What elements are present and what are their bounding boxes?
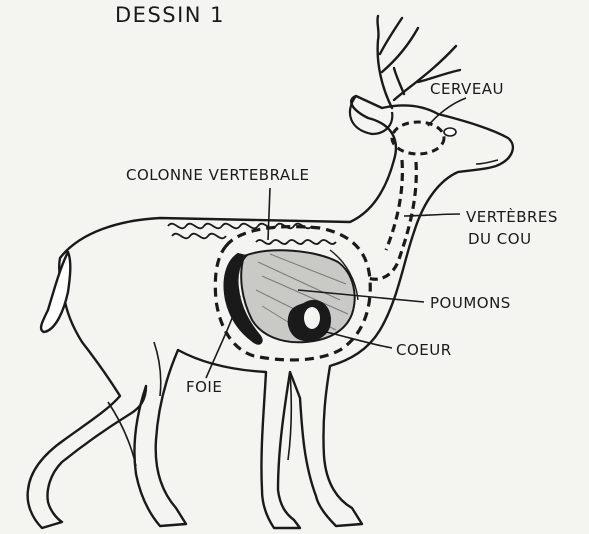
spinal-column: [168, 224, 336, 244]
leader-lines: [206, 98, 466, 378]
leader-coeur: [326, 332, 392, 348]
diagram-title: DESSIN 1: [115, 3, 225, 27]
label-cerveau: CERVEAU: [430, 80, 504, 98]
tail: [41, 252, 70, 332]
brain-outline: [392, 122, 444, 154]
eye: [444, 128, 456, 136]
label-poumons: POUMONS: [430, 294, 511, 312]
neck-vertebrae-outline: [368, 160, 416, 279]
label-vertebres-line1: VERTÈBRES: [466, 207, 558, 226]
mouth: [476, 160, 498, 164]
label-vertebres-line2: DU COU: [468, 230, 532, 248]
label-foie: FOIE: [186, 378, 222, 396]
heart-highlight: [304, 307, 320, 329]
leader-colonne: [268, 188, 270, 240]
label-colonne-vertebrale: COLONNE VERTEBRALE: [126, 166, 310, 184]
label-coeur: COEUR: [396, 341, 452, 359]
